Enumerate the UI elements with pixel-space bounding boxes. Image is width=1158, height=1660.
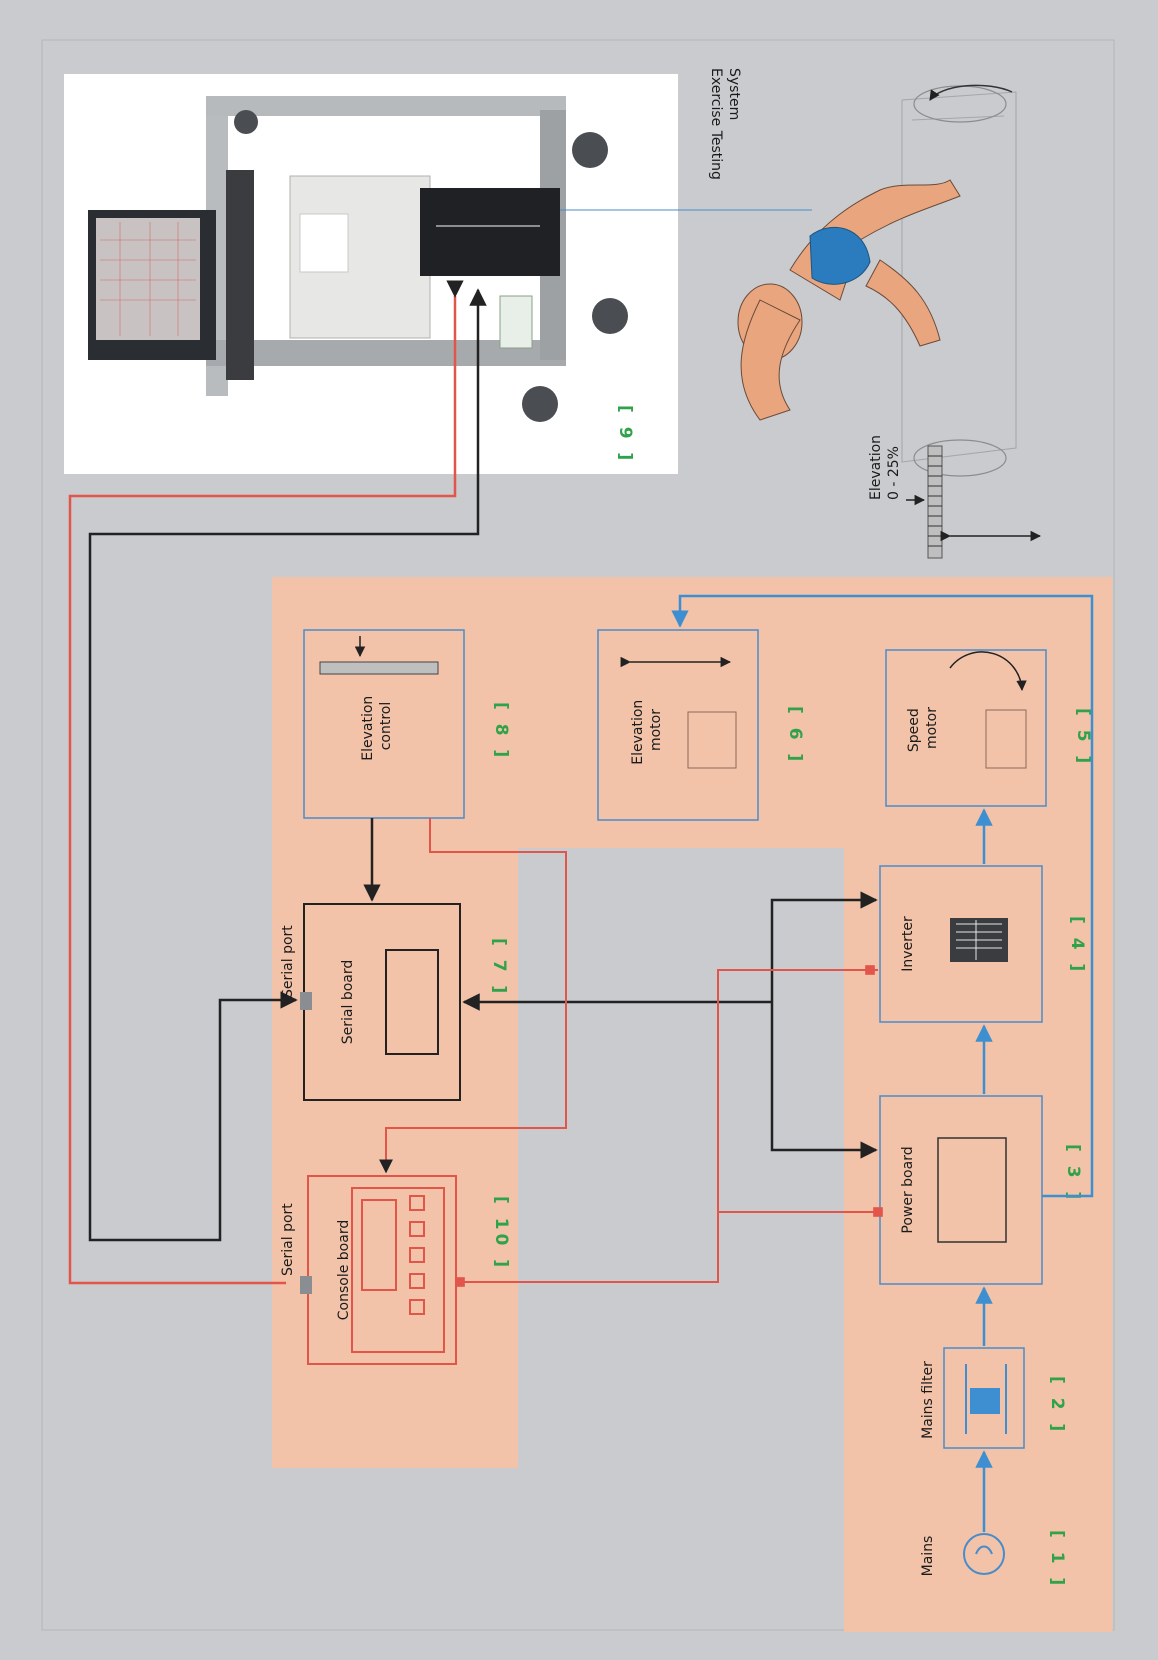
- block-mains: Mains: [920, 1533, 1005, 1577]
- tag-1: [ 1 ]: [1047, 1530, 1067, 1589]
- scale-icon: [319, 661, 439, 675]
- control-signal-lines: [363, 818, 878, 1159]
- control-panel-background: [272, 577, 1112, 1632]
- tag-8: [ 8 ]: [491, 702, 511, 761]
- serial-board-port-label: Serial port: [280, 925, 296, 998]
- tag-9: [ 9 ]: [615, 405, 635, 464]
- power-board-label: Power board: [900, 1146, 916, 1233]
- ets-line-2: System: [726, 68, 742, 120]
- linear-motor-icon: [687, 711, 737, 769]
- elevation-motor-line-1: Elevation: [630, 700, 646, 765]
- rotation-motor-icon: [985, 709, 1027, 769]
- mains-label: Mains: [920, 1536, 936, 1577]
- elevation-range-line-1: Elevation: [868, 435, 884, 500]
- console-board-port-label: Serial port: [280, 1203, 296, 1276]
- tag-2: [ 2 ]: [1047, 1376, 1067, 1435]
- svg-text:Speed motor: Speed motor: [906, 704, 940, 752]
- board-icon: [937, 1137, 1007, 1243]
- treadmill-runner-illustration: [737, 84, 1042, 559]
- block-elevation-control: Elevation control: [303, 629, 465, 819]
- speed-motor-line-2: motor: [924, 707, 940, 749]
- console-signal-lines: [379, 818, 883, 1287]
- tag-10: [ 10 ]: [491, 1196, 511, 1271]
- elevation-control-line-1: Elevation: [360, 696, 376, 761]
- tag-4: [ 4 ]: [1067, 916, 1087, 975]
- block-elevation-motor: Elevation motor: [597, 629, 759, 821]
- serial-board-label: Serial board: [340, 960, 356, 1045]
- mains-filter-label: Mains filter: [920, 1361, 936, 1439]
- power-flow-lines: [671, 594, 1094, 1532]
- elevation-range-label: Elevation 0 - 25%: [868, 431, 902, 500]
- block-inverter: Inverter: [879, 865, 1043, 1023]
- console-board-label: Console board: [336, 1220, 352, 1320]
- inverter-label: Inverter: [900, 916, 916, 972]
- svg-text:Elevation control: Elevation control: [360, 691, 394, 760]
- inverter-icon: [950, 918, 1008, 962]
- speed-motor-line-1: Speed: [906, 708, 922, 752]
- tag-6: [ 6 ]: [785, 706, 805, 765]
- tag-5: [ 5 ]: [1073, 708, 1093, 767]
- filter-icon: [965, 1364, 1007, 1434]
- block-mains-filter: Mains filter: [920, 1347, 1025, 1449]
- cable-black-serial-to-ets: [88, 296, 480, 1242]
- cable-red-console-to-ets: [68, 280, 464, 1285]
- block-speed-motor: Speed motor: [885, 649, 1047, 807]
- elevation-motor-line-2: motor: [648, 709, 664, 751]
- elevation-range-line-2: 0 - 25%: [886, 446, 902, 500]
- exercise-testing-system-label: Exercise Testing System: [708, 68, 742, 184]
- tag-7: [ 7 ]: [489, 938, 509, 997]
- tag-3: [ 3 ]: [1063, 1144, 1083, 1203]
- ac-source-icon: [963, 1533, 1005, 1575]
- block-serial-board: Serial board Serial port: [280, 903, 461, 1101]
- elevation-control-line-2: control: [378, 702, 394, 751]
- page-frame: [41, 39, 1115, 1631]
- rotation-arrow-icon: [949, 651, 1027, 692]
- exercise-testing-system-photo: [64, 74, 678, 474]
- ets-line-1: Exercise Testing: [708, 68, 724, 180]
- block-power-board: Power board: [879, 1095, 1043, 1285]
- svg-text:Elevation motor: Elevation motor: [630, 695, 664, 764]
- block-console-board: Console board Serial port: [280, 1175, 457, 1365]
